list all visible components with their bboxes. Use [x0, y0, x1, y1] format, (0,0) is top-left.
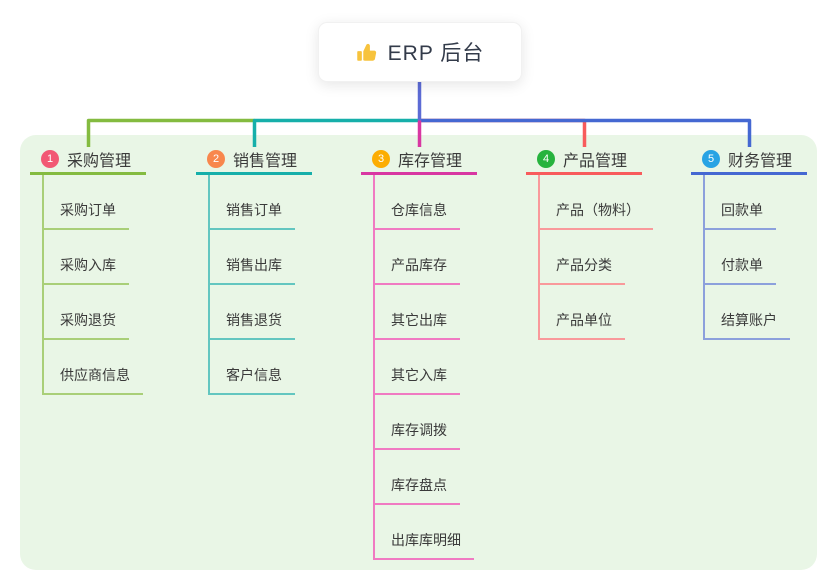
- branch-children: 回款单 付款单 结算账户: [703, 175, 807, 340]
- child-label: 采购入库: [60, 257, 116, 273]
- child-label: 其它出库: [391, 312, 447, 328]
- child-node[interactable]: 销售订单: [210, 175, 295, 230]
- child-label: 销售退货: [226, 312, 282, 328]
- branch-index-badge: 5: [702, 149, 720, 168]
- branch-label: 产品管理: [563, 152, 628, 170]
- child-node[interactable]: 供应商信息: [44, 340, 143, 395]
- child-node[interactable]: 付款单: [705, 230, 776, 285]
- child-node[interactable]: 产品（物料）: [540, 175, 653, 230]
- child-node[interactable]: 采购入库: [44, 230, 129, 285]
- root-title: ERP 后台: [387, 42, 485, 65]
- child-node[interactable]: 销售退货: [210, 285, 295, 340]
- branch-header[interactable]: 3 库存管理: [361, 145, 477, 175]
- child-node[interactable]: 其它出库: [375, 285, 460, 340]
- child-node[interactable]: 产品库存: [375, 230, 460, 285]
- child-label: 其它入库: [391, 367, 447, 383]
- branch-label: 采购管理: [67, 152, 132, 170]
- child-node[interactable]: 产品单位: [540, 285, 625, 340]
- branch-label: 财务管理: [728, 152, 793, 170]
- child-label: 供应商信息: [60, 367, 130, 383]
- child-label: 产品单位: [556, 312, 612, 328]
- branch-node-3: 3 库存管理 仓库信息 产品库存 其它出库 其它入库 库存调拨 库存盘点 出库库…: [361, 145, 477, 560]
- child-node[interactable]: 回款单: [705, 175, 776, 230]
- branch-header[interactable]: 1 采购管理: [30, 145, 146, 175]
- branch-index-badge: 1: [41, 149, 59, 168]
- branch-children: 仓库信息 产品库存 其它出库 其它入库 库存调拨 库存盘点 出库库明细: [373, 175, 477, 560]
- thumbs-up-icon: [356, 41, 379, 64]
- child-node[interactable]: 结算账户: [705, 285, 790, 340]
- child-node[interactable]: 库存盘点: [375, 450, 460, 505]
- child-node[interactable]: 采购订单: [44, 175, 129, 230]
- root-node[interactable]: ERP 后台: [318, 22, 522, 82]
- child-label: 库存盘点: [391, 477, 447, 493]
- child-label: 回款单: [721, 202, 763, 218]
- child-label: 采购退货: [60, 312, 116, 328]
- child-label: 销售订单: [226, 202, 282, 218]
- child-label: 采购订单: [60, 202, 116, 218]
- branch-node-4: 4 产品管理 产品（物料） 产品分类 产品单位: [526, 145, 653, 340]
- branch-label: 库存管理: [398, 152, 463, 170]
- child-label: 出库库明细: [391, 532, 461, 548]
- branches-panel: [20, 135, 817, 570]
- branch-header[interactable]: 2 销售管理: [196, 145, 312, 175]
- child-node[interactable]: 产品分类: [540, 230, 625, 285]
- branch-header[interactable]: 4 产品管理: [526, 145, 642, 175]
- child-node[interactable]: 客户信息: [210, 340, 295, 395]
- child-node[interactable]: 库存调拨: [375, 395, 460, 450]
- branch-node-2: 2 销售管理 销售订单 销售出库 销售退货 客户信息: [196, 145, 312, 395]
- branch-children: 销售订单 销售出库 销售退货 客户信息: [208, 175, 312, 395]
- child-node[interactable]: 仓库信息: [375, 175, 460, 230]
- child-node[interactable]: 出库库明细: [375, 505, 474, 560]
- child-node[interactable]: 其它入库: [375, 340, 460, 395]
- child-label: 库存调拨: [391, 422, 447, 438]
- child-label: 结算账户: [721, 312, 777, 328]
- child-label: 产品（物料）: [556, 202, 640, 218]
- branch-index-badge: 2: [207, 149, 225, 168]
- branch-children: 产品（物料） 产品分类 产品单位: [538, 175, 653, 340]
- child-label: 仓库信息: [391, 202, 447, 218]
- branch-header[interactable]: 5 财务管理: [691, 145, 807, 175]
- child-label: 产品库存: [391, 257, 447, 273]
- child-label: 客户信息: [226, 367, 282, 383]
- branch-children: 采购订单 采购入库 采购退货 供应商信息: [42, 175, 146, 395]
- branch-label: 销售管理: [233, 152, 298, 170]
- branch-node-5: 5 财务管理 回款单 付款单 结算账户: [691, 145, 807, 340]
- branch-node-1: 1 采购管理 采购订单 采购入库 采购退货 供应商信息: [30, 145, 146, 395]
- child-node[interactable]: 销售出库: [210, 230, 295, 285]
- child-label: 销售出库: [226, 257, 282, 273]
- child-label: 产品分类: [556, 257, 612, 273]
- child-node[interactable]: 采购退货: [44, 285, 129, 340]
- branch-index-badge: 4: [537, 149, 555, 168]
- child-label: 付款单: [721, 257, 763, 273]
- branch-index-badge: 3: [372, 149, 390, 168]
